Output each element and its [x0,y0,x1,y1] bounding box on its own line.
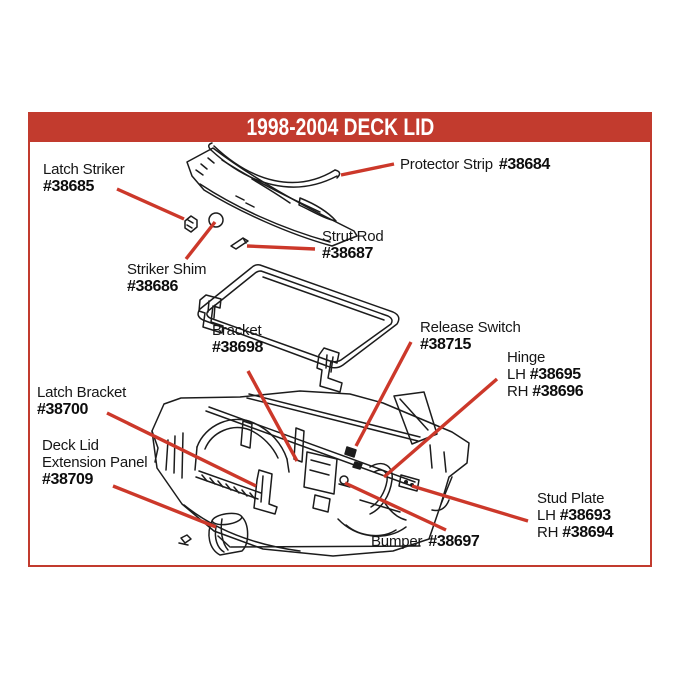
part-number: #38685 [43,178,94,195]
seal-bracket-left-drawing [198,294,224,334]
leader-release-switch [354,341,413,447]
part-name: Bumper [371,533,423,550]
diagram-title: 1998-2004 DECK LID [246,114,434,141]
diagram-title-bar: 1998-2004 DECK LID [30,114,650,142]
part-number: #38709 [42,471,93,488]
part-number: #38687 [322,245,373,262]
leader-hinge [382,377,499,479]
seal-loop-drawing [197,264,400,369]
label-striker-shim: Striker Shim #38686 [127,261,206,295]
label-bumper: Bumper #38697 [371,533,480,550]
label-deck-lid-extension-panel: Deck Lid Extension Panel #38709 [42,437,148,488]
part-number: #38684 [498,156,550,173]
label-bracket: Bracket #38698 [212,322,263,356]
label-release-switch: Release Switch #38715 [420,319,521,353]
part-name: Stud Plate [537,490,605,507]
part-name: Protector Strip [400,156,493,173]
part-name: Release Switch [420,319,521,336]
leader-bracket [246,370,299,462]
body-structure-drawing [151,390,470,557]
part-number-lh: LH #38693 [537,507,611,524]
leader-extension-panel [112,484,217,529]
part-name: Hinge [507,349,546,366]
label-hinge: Hinge LH #38695 RH #38696 [507,349,584,400]
part-number: #38686 [127,278,178,295]
part-name: Striker Shim [127,261,207,278]
label-latch-striker: Latch Striker #38685 [43,161,125,195]
part-name: Latch Bracket [37,384,127,401]
part-number-rh: RH #38694 [537,524,614,541]
leader-latch-striker [116,187,185,221]
part-number: #38698 [212,339,263,356]
part-name: Latch Striker [43,161,125,178]
part-name: Bracket [212,322,262,339]
label-stud-plate: Stud Plate LH #38693 RH #38694 [537,490,614,541]
label-protector-strip: Protector Strip #38684 [400,156,550,173]
leader-striker-shim [184,220,217,261]
part-number: #38697 [428,533,480,550]
latch-striker-drawing [184,215,198,233]
label-strut-rod: Strut Rod #38687 [322,228,384,262]
part-number: #38700 [37,401,88,418]
strut-rod-drawing [230,237,249,250]
part-name: Strut Rod [322,228,384,245]
leader-latch-bracket [106,411,257,488]
part-name-line2: Extension Panel [42,454,148,471]
diagram-frame: 1998-2004 DECK LID [28,112,652,567]
leader-stud-plate [411,484,529,523]
seal-bracket-bottom-drawing [316,347,343,393]
leader-lines [106,162,529,532]
part-number: #38715 [420,336,471,353]
part-name-line1: Deck Lid [42,437,99,454]
label-latch-bracket: Latch Bracket #38700 [37,384,126,418]
part-number-lh: LH #38695 [507,366,581,383]
protector-strip-drawing [208,142,341,188]
leader-protector-strip [340,162,395,177]
part-number-rh: RH #38696 [507,383,584,400]
extension-panel-drawing [178,512,249,556]
leader-strut-rod [246,244,316,251]
leader-bumper [344,481,447,532]
